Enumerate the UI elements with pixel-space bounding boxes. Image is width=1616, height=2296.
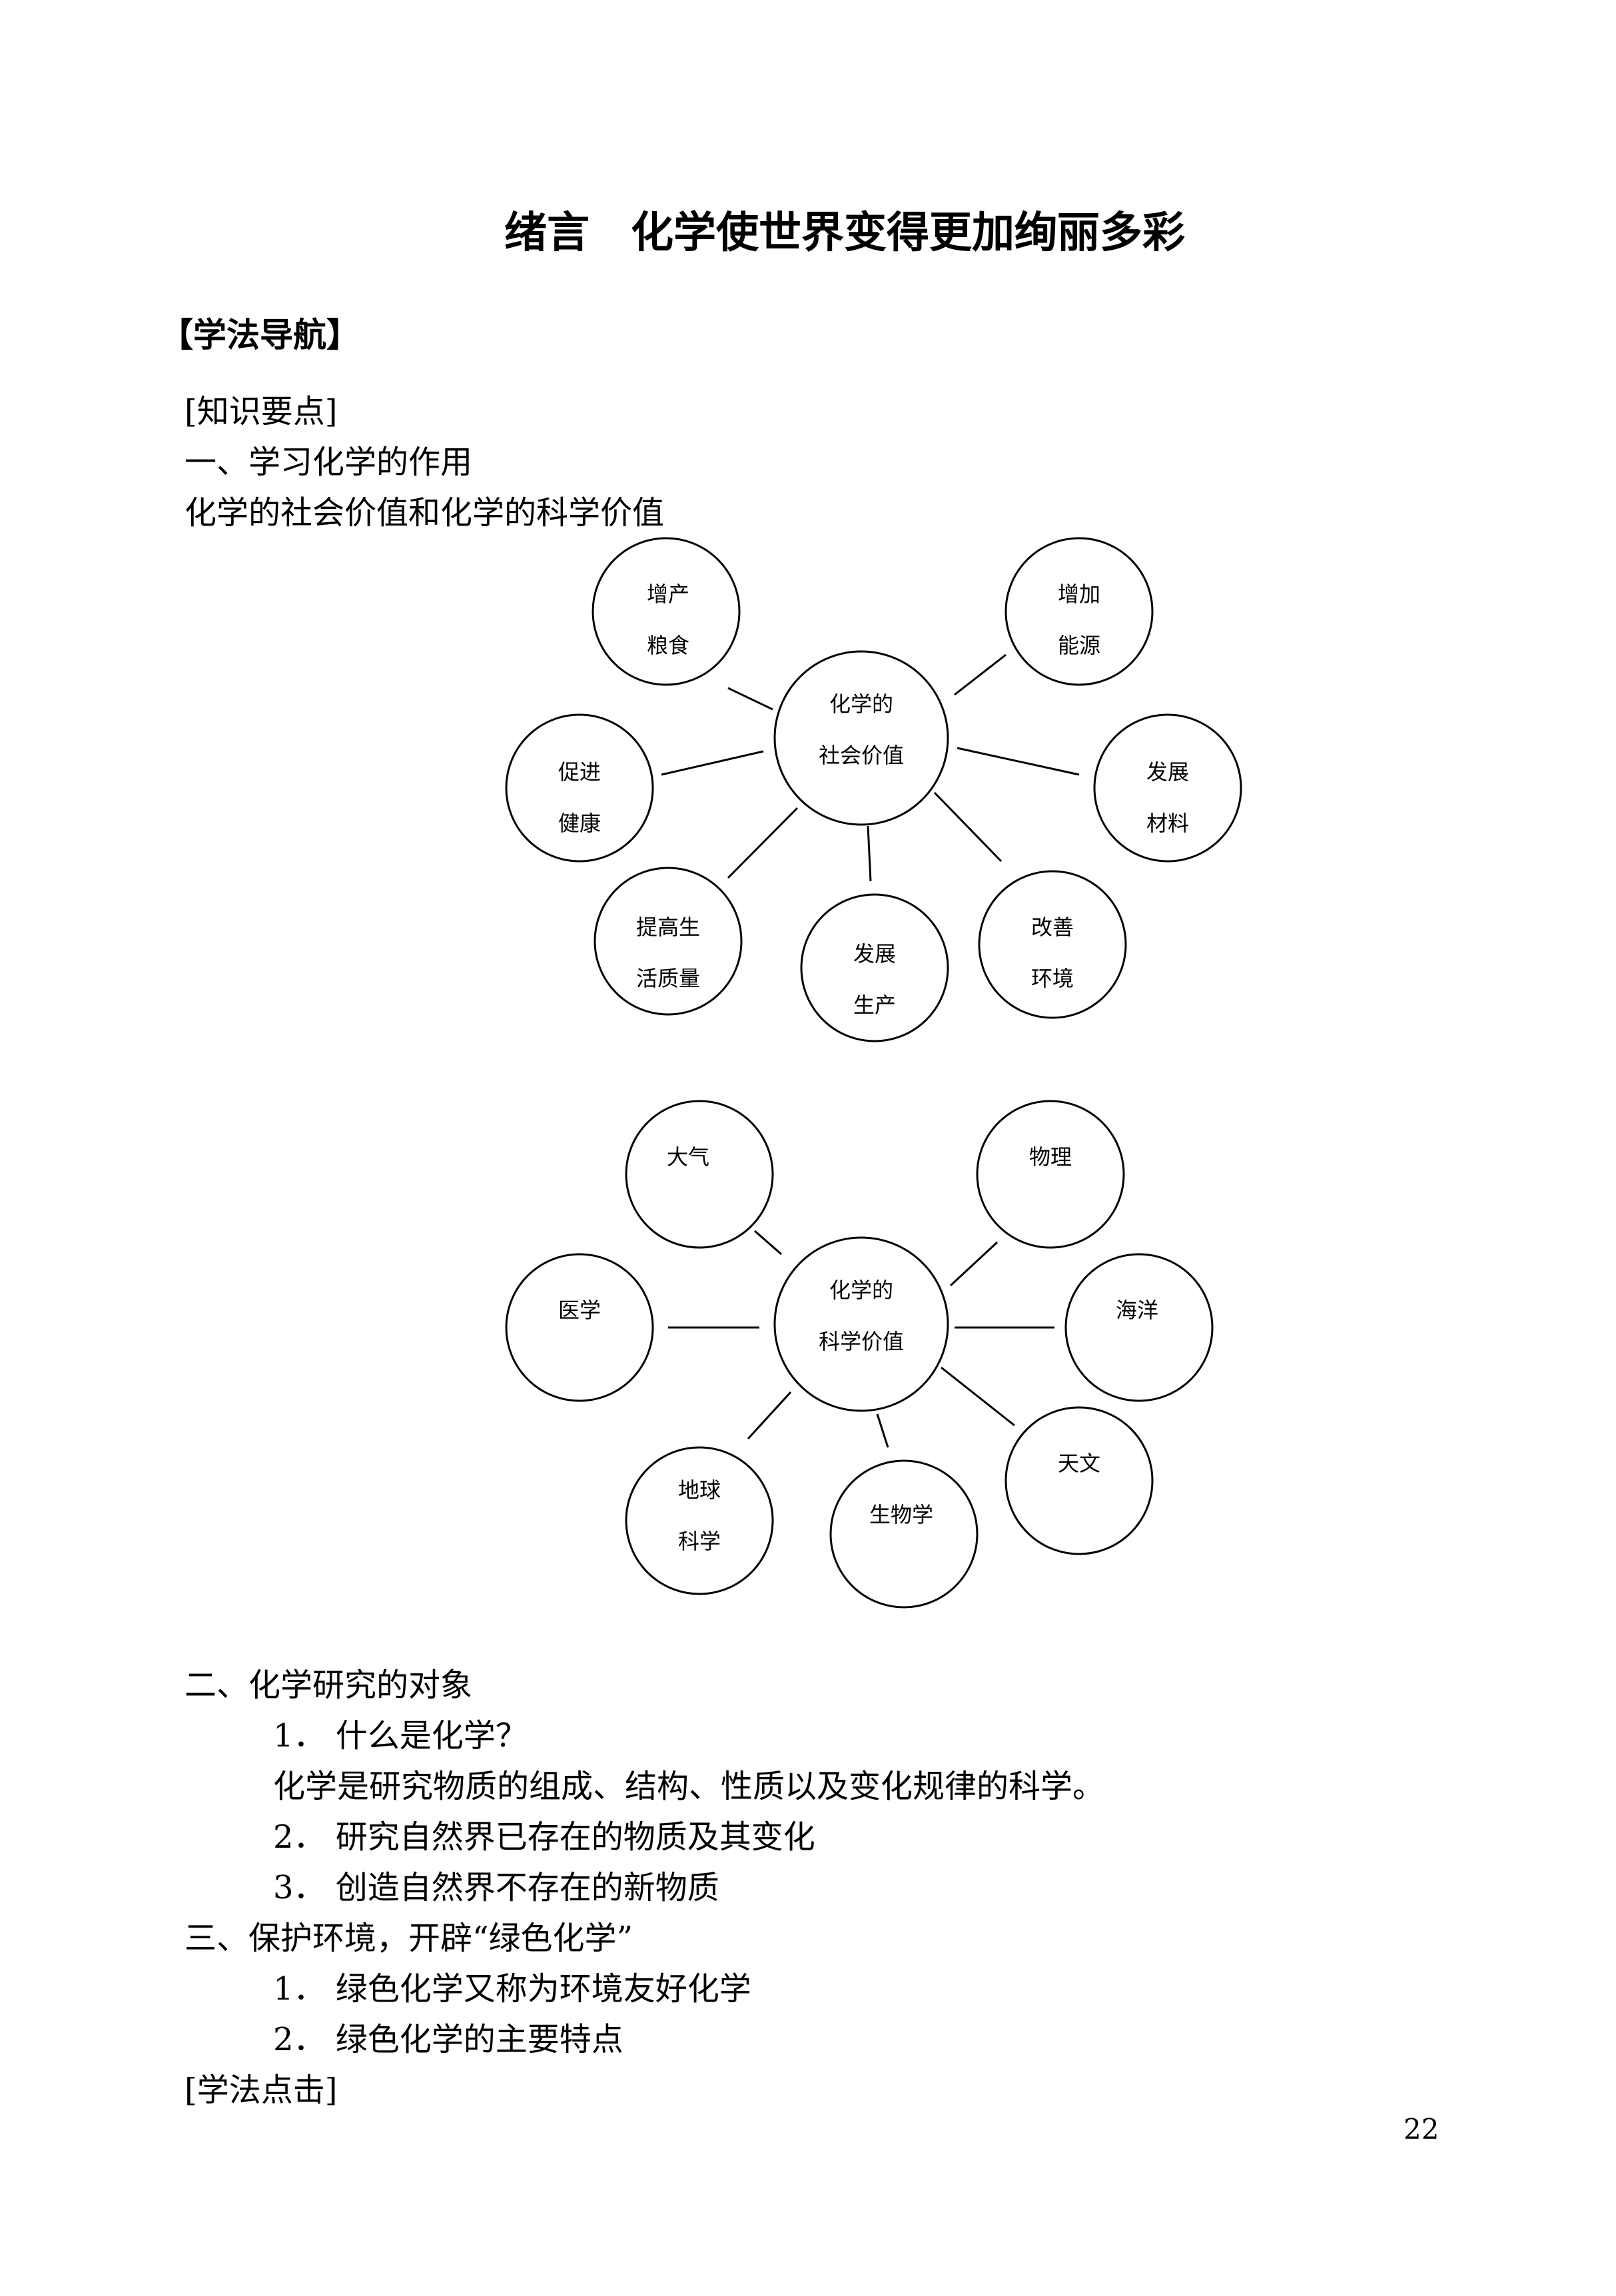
topic1-subheading: 化学的社会价值和化学的科学价值 — [185, 494, 665, 532]
node-label: 粮食 — [647, 633, 689, 658]
center-circle-social-value — [773, 650, 949, 826]
connector — [941, 1366, 1015, 1427]
method-tips-label: [学法点击] — [185, 2072, 338, 2109]
node-label: 天文 — [1058, 1451, 1100, 1476]
node-label: 活质量 — [636, 966, 700, 991]
connector — [727, 687, 773, 711]
center-label-line1: 化学的 — [829, 691, 893, 717]
node-label: 科学 — [678, 1529, 721, 1554]
connector — [876, 1413, 889, 1448]
node-circle — [976, 1100, 1125, 1249]
connector — [954, 653, 1007, 696]
science-value-diagram — [505, 1100, 1214, 1609]
science-value-labels: 化学的 科学价值 大气 物理 医学 海洋 天文 地球 科学 生物学 — [558, 1144, 1158, 1554]
social-value-diagram — [505, 537, 1242, 1042]
node-circle — [625, 1100, 774, 1249]
page-number: 22 — [1404, 2113, 1439, 2145]
node-label: 发展 — [853, 941, 896, 966]
node-label: 改善 — [1031, 915, 1074, 940]
node-label: 物理 — [1029, 1144, 1072, 1170]
connector — [933, 791, 1003, 863]
node-label: 海洋 — [1116, 1298, 1158, 1323]
node-label: 医学 — [558, 1298, 601, 1323]
connector — [727, 807, 799, 879]
connector — [661, 750, 764, 776]
center-label-line2: 科学价值 — [819, 1329, 904, 1354]
title-prefix: 绪言 — [504, 208, 590, 258]
topic1-heading: 一、学习化学的作用 — [185, 444, 473, 481]
connector — [867, 825, 872, 882]
topic3-heading: 三、保护环境，开辟“绿色化学” — [185, 1920, 633, 1957]
connector — [949, 1241, 999, 1287]
topic2-item2: 2． 研究自然界已存在的物质及其变化 — [273, 1818, 815, 1856]
node-circle — [505, 1253, 654, 1402]
node-label: 环境 — [1031, 966, 1074, 991]
node-label: 提高生 — [636, 915, 700, 940]
node-circle — [829, 1459, 979, 1609]
node-label: 促进 — [558, 759, 601, 785]
social-value-labels: 化学的 社会价值 增产 粮食 增加 能源 促进 健康 发展 材料 提高生 活质量… — [558, 581, 1189, 1018]
node-circle — [592, 537, 741, 686]
node-label: 增加 — [1058, 581, 1100, 607]
node-circle — [594, 867, 743, 1016]
center-label-line2: 社会价值 — [819, 743, 904, 768]
topic2-definition: 化学是研究物质的组成、结构、性质以及变化规律的科学。 — [273, 1768, 1105, 1805]
node-circle — [800, 893, 949, 1042]
node-label: 材料 — [1146, 811, 1189, 836]
center-label-line1: 化学的 — [829, 1278, 893, 1303]
topic2-item3: 3． 创造自然界不存在的新物质 — [273, 1869, 719, 1906]
connector — [747, 1391, 792, 1440]
node-circle — [505, 713, 654, 863]
node-label: 大气 — [667, 1144, 709, 1170]
connector — [957, 747, 1080, 776]
node-circle — [1093, 713, 1242, 863]
center-circle-science-value — [773, 1236, 949, 1412]
knowledge-points-label: [知识要点] — [185, 393, 338, 430]
node-label: 地球 — [678, 1477, 721, 1503]
node-circle — [1005, 537, 1154, 686]
node-circle — [1064, 1253, 1214, 1402]
topic2-item1: 1． 什么是化学？ — [273, 1717, 528, 1754]
title-main: 化学使世界变得更加绚丽多彩 — [631, 208, 1185, 258]
topic3-item1: 1． 绿色化学又称为环境友好化学 — [273, 1970, 751, 2008]
connector — [754, 1230, 782, 1256]
node-circle — [978, 870, 1127, 1019]
node-label: 发展 — [1146, 759, 1189, 785]
section-heading-study-guide: 【学法导航】 — [160, 315, 360, 354]
node-circle — [1005, 1406, 1154, 1555]
node-label: 健康 — [558, 811, 601, 836]
topic3-item2: 2． 绿色化学的主要特点 — [273, 2021, 623, 2058]
topic2-heading: 二、化学研究的对象 — [185, 1667, 473, 1704]
node-circle — [625, 1446, 774, 1595]
node-label: 生物学 — [869, 1502, 933, 1527]
node-label: 能源 — [1058, 633, 1100, 658]
node-label: 增产 — [647, 581, 689, 607]
node-label: 生产 — [853, 992, 896, 1018]
page-title: 绪言化学使世界变得更加绚丽多彩 — [504, 212, 1185, 254]
